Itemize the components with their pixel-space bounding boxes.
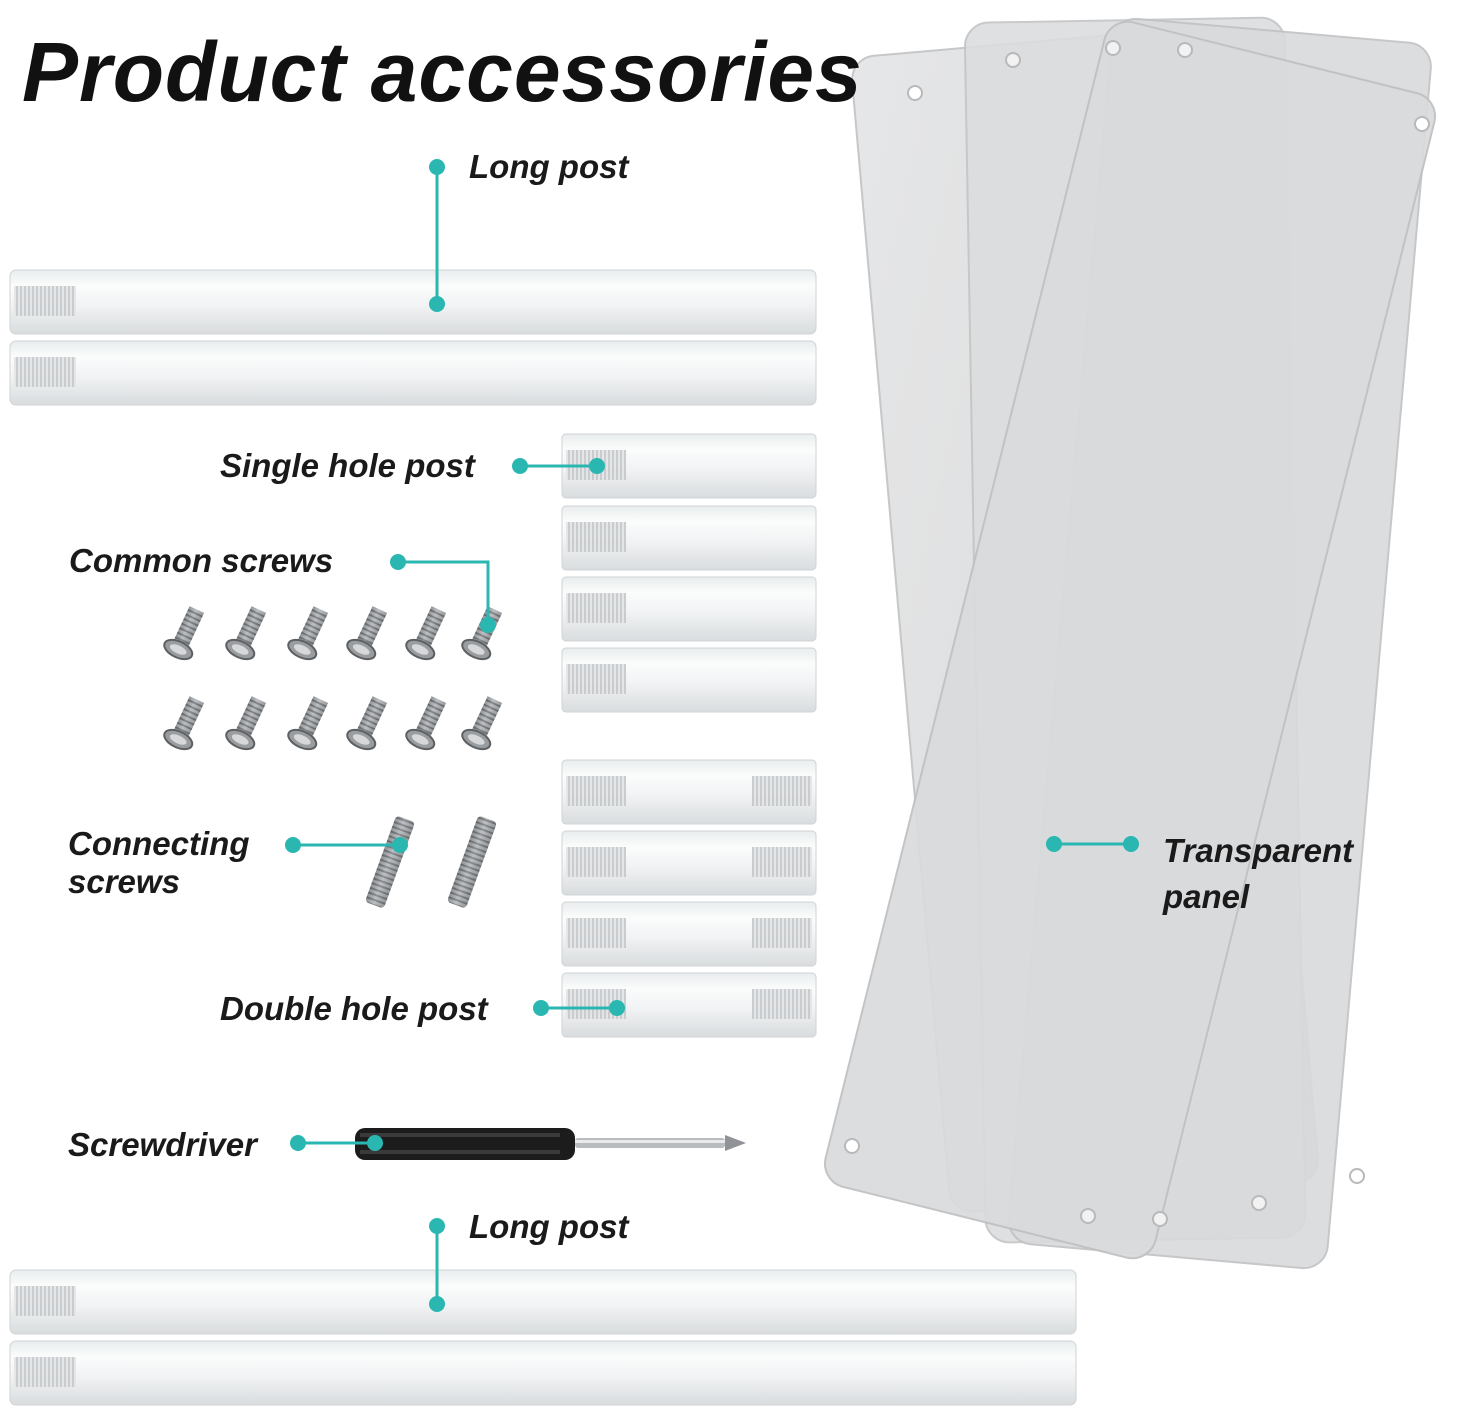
connecting-screws	[365, 816, 497, 908]
mount-hole	[907, 85, 923, 101]
screw	[461, 606, 503, 661]
label-long-post-bottom: Long post	[469, 1208, 629, 1245]
screw	[287, 696, 329, 751]
mount-hole	[1152, 1211, 1168, 1227]
label-double-hole-post: Double hole post	[220, 990, 488, 1027]
mount-hole	[1251, 1195, 1267, 1211]
common-screws	[163, 606, 503, 751]
screw	[405, 606, 447, 661]
screw	[346, 606, 388, 661]
screw	[225, 696, 267, 751]
label-common-screws: Common screws	[69, 542, 334, 579]
screw	[405, 696, 447, 751]
label-screwdriver: Screwdriver	[68, 1126, 257, 1163]
mount-hole	[1105, 40, 1121, 56]
screw	[225, 606, 267, 661]
screw	[287, 606, 329, 661]
mount-hole	[1414, 116, 1430, 132]
label-single-hole-post: Single hole post	[220, 447, 475, 484]
long-posts-bottom	[9, 1269, 1077, 1406]
mount-hole	[1177, 42, 1193, 58]
callouts	[285, 159, 1139, 1312]
screw	[461, 696, 503, 751]
label-transparent-panel: Transparent panel	[1163, 832, 1354, 915]
mount-hole	[1005, 52, 1021, 68]
label-connecting-screws: Connecting screws	[68, 825, 250, 900]
single-hole-posts	[561, 433, 817, 713]
page-title: Product accessories	[22, 25, 863, 119]
screwdriver	[355, 1128, 746, 1160]
screw	[346, 696, 388, 751]
mount-hole	[1349, 1168, 1365, 1184]
screw	[163, 606, 205, 661]
mount-hole	[844, 1138, 860, 1154]
double-hole-posts	[561, 759, 817, 1038]
long-posts-top	[9, 269, 817, 406]
screw	[163, 696, 205, 751]
mount-hole	[1080, 1208, 1096, 1224]
label-long-post-top: Long post	[469, 148, 629, 185]
transparent-panels	[823, 16, 1437, 1270]
panel	[823, 20, 1437, 1260]
